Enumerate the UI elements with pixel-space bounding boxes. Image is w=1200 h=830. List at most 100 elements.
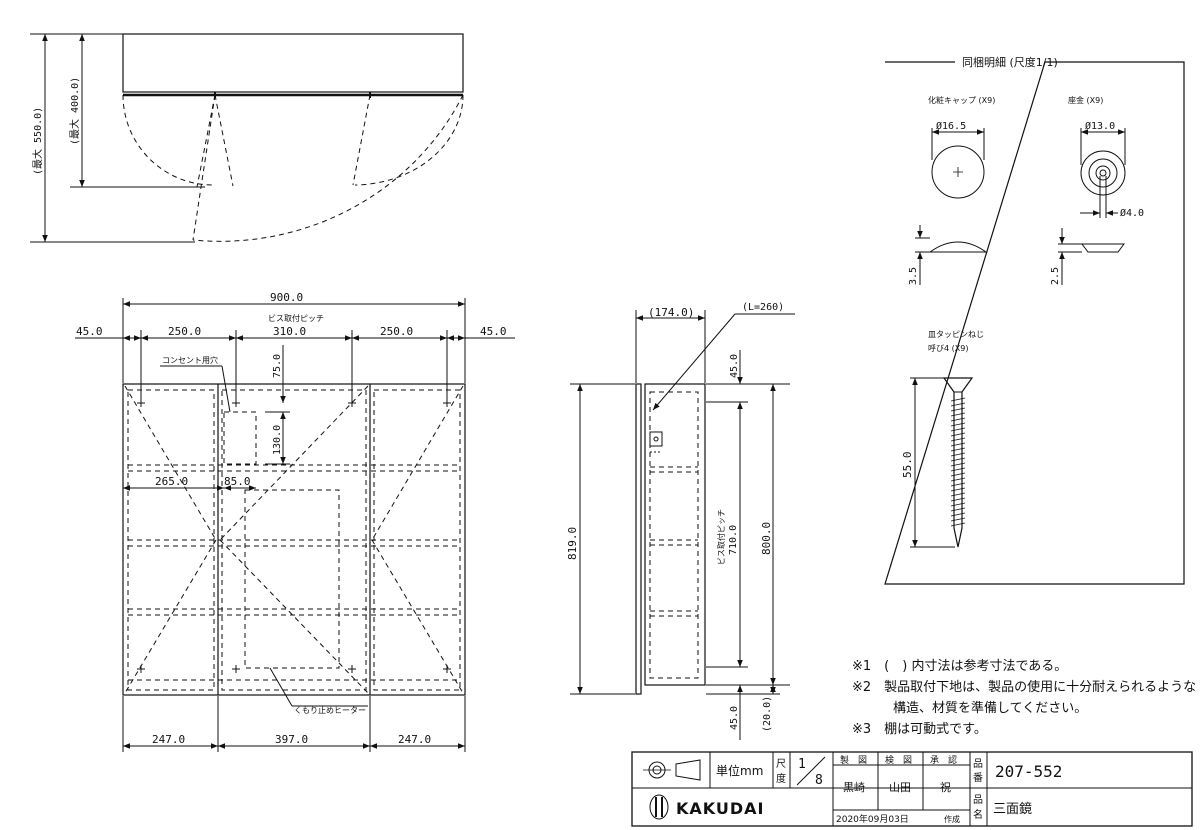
screw-thread-line	[950, 467, 966, 472]
screw-length: 55.0	[901, 452, 914, 479]
screw-pitch-label: ビス取付ピッチ	[268, 313, 324, 323]
washer-side-view	[1081, 243, 1125, 253]
unit-label: 単位mm	[716, 763, 763, 778]
heater-label: くもり止めヒーター	[294, 705, 366, 715]
part-no-label-1: 品	[973, 758, 983, 770]
dim-bottom-center: 397.0	[275, 733, 308, 746]
side-pitch-value: 710.0	[728, 525, 739, 555]
washer-diameter: Ø13.0	[1085, 120, 1115, 132]
left-door-swing-arc	[122, 94, 216, 186]
note-3: ※3 棚は可動式です。	[852, 722, 987, 737]
screw-thread-line	[950, 397, 966, 402]
part-no: 207-552	[995, 762, 1062, 781]
detail-title: 同梱明細 (尺度1/1)	[962, 55, 1058, 69]
checked-by: 山田	[889, 781, 911, 794]
dim-edge-left: 45.0	[76, 325, 103, 338]
screw-thread-line	[950, 522, 966, 527]
tapping-screw	[942, 377, 974, 548]
dim-overall-width: 900.0	[270, 291, 303, 304]
cap-height: 3.5	[908, 267, 919, 285]
screw-thread-line	[950, 497, 966, 502]
screw-thread-line	[950, 457, 966, 462]
part-name: 三面鏡	[993, 802, 1032, 817]
screw-label-2: 呼び4 (X9)	[928, 343, 968, 353]
checked-label: 検 図	[885, 754, 912, 766]
dim-bottom-gap: (20.0)	[762, 696, 773, 732]
side-door-panel	[635, 383, 642, 695]
anti-fog-heater	[244, 489, 340, 669]
scale-num: 1	[798, 757, 806, 772]
cap-diameter: Ø16.5	[936, 120, 966, 132]
side-pitch-label: ビス取付ピッチ	[716, 509, 726, 565]
screw-thread-line	[950, 432, 966, 437]
screw-thread-line	[950, 437, 966, 442]
screw-thread-line	[950, 422, 966, 427]
screw-thread-line	[950, 462, 966, 467]
outlet-hole	[223, 411, 257, 465]
dim-265: 265.0	[155, 475, 188, 488]
right-door-swing-arc	[354, 94, 464, 186]
made-label: 製 図	[840, 754, 867, 766]
title-block	[631, 751, 1193, 827]
screw-thread-line	[950, 452, 966, 457]
part-name-label-1: 品	[973, 794, 983, 806]
outlet-hole-label: コンセント用穴	[162, 355, 218, 365]
part-no-label-2: 番	[973, 772, 983, 784]
dim-85: 85.0	[224, 475, 251, 488]
top-view-cabinet	[122, 33, 464, 93]
cord-length: (L=260)	[742, 302, 784, 313]
front-view	[75, 298, 515, 752]
dim-pitch-center: 310.0	[273, 325, 306, 338]
scale-label-top: 尺	[776, 758, 786, 770]
screw-threads	[950, 397, 966, 527]
top-view	[30, 33, 464, 243]
screw-thread-line	[950, 412, 966, 417]
part-name-label-2: 名	[973, 808, 983, 821]
dim-top-offset: 45.0	[729, 354, 740, 378]
washer-hole: Ø4.0	[1120, 207, 1144, 219]
side-view	[570, 310, 795, 740]
screw-thread-line	[950, 407, 966, 412]
screw-thread-line	[950, 472, 966, 477]
screw-thread-line	[950, 417, 966, 422]
made-by: 黒崎	[843, 780, 865, 794]
scale-den: 8	[815, 773, 823, 788]
screw-thread-line	[950, 517, 966, 522]
detail-box	[884, 61, 1185, 585]
dim-pitch-left: 250.0	[168, 325, 201, 338]
dim-bottom-offset: 45.0	[729, 706, 740, 730]
side-body	[644, 383, 706, 686]
approved-label: 承 認	[930, 754, 957, 766]
dim-bottom-right: 247.0	[398, 733, 431, 746]
approved-by: 祝	[940, 780, 951, 794]
cap-label: 化粧キャップ (X9)	[928, 95, 995, 105]
cap-side-view	[928, 241, 988, 253]
dim-depth: (174.0)	[648, 306, 694, 319]
note-2-cont: 構造、材質を準備してください。	[893, 700, 1087, 716]
screw-thread-line	[950, 507, 966, 512]
washer-label: 座金 (X9)	[1068, 95, 1103, 105]
center-door-swing-arc	[192, 94, 464, 242]
scale-label-bottom: 度	[776, 772, 786, 785]
side-outlet	[649, 431, 663, 447]
washer-top-view	[1080, 150, 1126, 196]
cap-top-view	[931, 145, 985, 199]
screw-label-1: 皿タッピンねじ	[928, 330, 984, 339]
screw-thread-line	[950, 442, 966, 447]
notes: ※1 ( ) 内寸法は参考寸法である。 ※2 製品取付下地は、製品の使用に十分耐…	[852, 658, 1196, 737]
front-cabinet-outline	[122, 383, 466, 696]
dim-bottom-left: 247.0	[152, 733, 185, 746]
screw-marks	[137, 399, 451, 673]
screw-thread-line	[950, 477, 966, 482]
screw-thread-line	[950, 427, 966, 432]
dim-body-height: 800.0	[760, 522, 773, 555]
note-1: ※1 ( ) 内寸法は参考寸法である。	[852, 658, 1067, 674]
kakudai-logo-icon	[649, 794, 669, 820]
dim-75: 75.0	[272, 354, 283, 378]
screw-thread-line	[950, 482, 966, 487]
dim-pitch-right: 250.0	[380, 325, 413, 338]
brand-name: KAKUDAI	[676, 799, 765, 818]
screw-thread-line	[950, 487, 966, 492]
screw-thread-line	[950, 492, 966, 497]
